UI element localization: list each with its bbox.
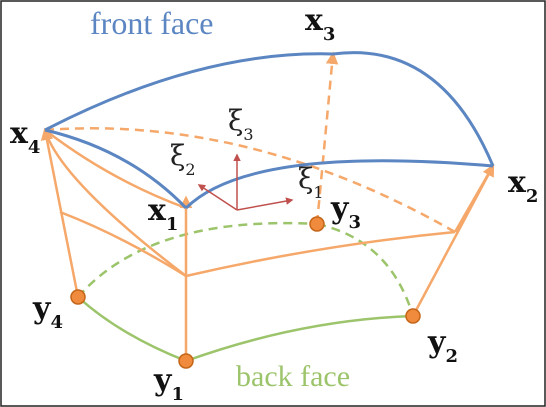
reference-axes [197,153,294,211]
node-x3-label: x3 [305,3,335,45]
mid-edge-left-upper [44,129,187,210]
back-edge-y4-y1 [77,296,187,363]
mid-edge-left [59,210,187,278]
mid-edge-front [185,230,456,278]
node-x1-label: x1 [148,193,178,235]
node-y2-marker [405,308,421,324]
node-y1-marker [178,353,194,369]
back-face-label: back face [236,360,350,393]
node-y2-label: y2 [427,325,458,367]
hidden-back-curve-left [77,221,318,298]
mid-edge-right [453,165,495,233]
xi2-label: ξ2 [170,139,196,179]
hidden-back-curve-right [316,222,415,317]
xi1-label: ξ1 [298,162,324,202]
back-edge-y1-y2 [185,314,414,363]
front-face-bottom-edge [184,159,494,210]
xi2-axis [197,184,238,211]
node-y3-label: y3 [330,191,361,233]
hidden-mid-curve [44,127,456,234]
node-x2-label: x2 [508,165,538,207]
node-y4-label: y4 [32,291,63,333]
front-face-label: front face [90,5,213,41]
xi3-label: ξ3 [228,104,254,144]
front-face-left-edge [44,128,188,210]
node-y3-marker [309,216,325,232]
front-face-top-edge [44,51,495,167]
node-y1-label: y1 [153,363,184,405]
mid-edge-left-lower [43,129,187,277]
node-y4-marker [70,289,86,305]
node-x4-label: x4 [10,116,40,158]
edge-y3-x3 [315,51,339,225]
xi1-axis [236,197,294,211]
